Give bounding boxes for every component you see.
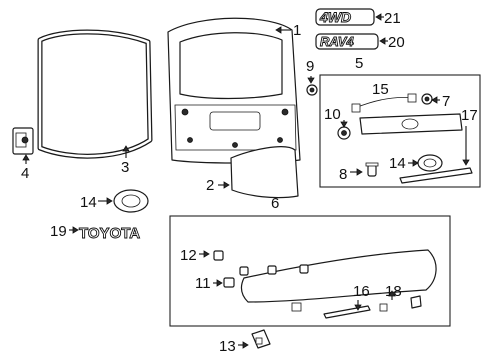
callout-3: 3 bbox=[121, 159, 129, 176]
badge-4wd: 4WD bbox=[315, 8, 375, 26]
badge-4wd-text: 4WD bbox=[319, 9, 351, 25]
clip-part-bottom bbox=[291, 302, 388, 312]
callout-11: 11 bbox=[195, 275, 211, 292]
clip-part-12 bbox=[213, 250, 309, 276]
callout-14-box: 14 bbox=[389, 155, 406, 172]
emblem-part-14-box bbox=[417, 154, 443, 172]
bracket-part-13 bbox=[251, 329, 271, 349]
rear-garnish-part bbox=[240, 249, 437, 303]
molding-part-17 bbox=[399, 167, 473, 184]
door-trim-panel bbox=[230, 146, 299, 199]
weatherstrip-seal bbox=[37, 29, 153, 159]
back-door-panel bbox=[167, 17, 301, 164]
callout-2: 2 bbox=[206, 177, 214, 194]
callout-4: 4 bbox=[21, 165, 29, 182]
hinge-part bbox=[12, 127, 34, 155]
toyota-wordmark: TOYOTA bbox=[79, 225, 140, 242]
badge-rav4-text: RAV4 bbox=[320, 34, 354, 49]
callout-8: 8 bbox=[339, 166, 347, 183]
callout-19: 19 bbox=[50, 223, 67, 240]
switch-part-10 bbox=[337, 126, 351, 140]
callout-14-left: 14 bbox=[80, 194, 97, 211]
callout-18: 18 bbox=[385, 283, 402, 300]
badge-rav4: RAV4 bbox=[315, 33, 379, 50]
callout-12: 12 bbox=[180, 247, 197, 264]
harness-part bbox=[351, 93, 417, 113]
callout-10: 10 bbox=[324, 106, 341, 123]
callout-13: 13 bbox=[219, 338, 236, 355]
callout-16: 16 bbox=[353, 283, 370, 300]
fastener-part-8 bbox=[365, 162, 379, 177]
callout-9: 9 bbox=[306, 58, 314, 75]
callout-7: 7 bbox=[442, 93, 450, 110]
callout-15: 15 bbox=[372, 81, 389, 98]
callout-6: 6 bbox=[271, 195, 279, 212]
callout-20: 20 bbox=[388, 34, 405, 51]
clip-part-9 bbox=[306, 84, 318, 96]
callout-21: 21 bbox=[384, 10, 401, 27]
callout-5: 5 bbox=[355, 55, 363, 72]
garnish-part bbox=[359, 113, 463, 135]
clip-part-11 bbox=[223, 277, 235, 288]
bracket-part-18 bbox=[410, 295, 422, 309]
callout-1: 1 bbox=[293, 22, 301, 39]
clip-part-7 bbox=[421, 93, 433, 105]
emblem-part-14-left bbox=[113, 189, 149, 213]
callout-17: 17 bbox=[461, 107, 478, 124]
